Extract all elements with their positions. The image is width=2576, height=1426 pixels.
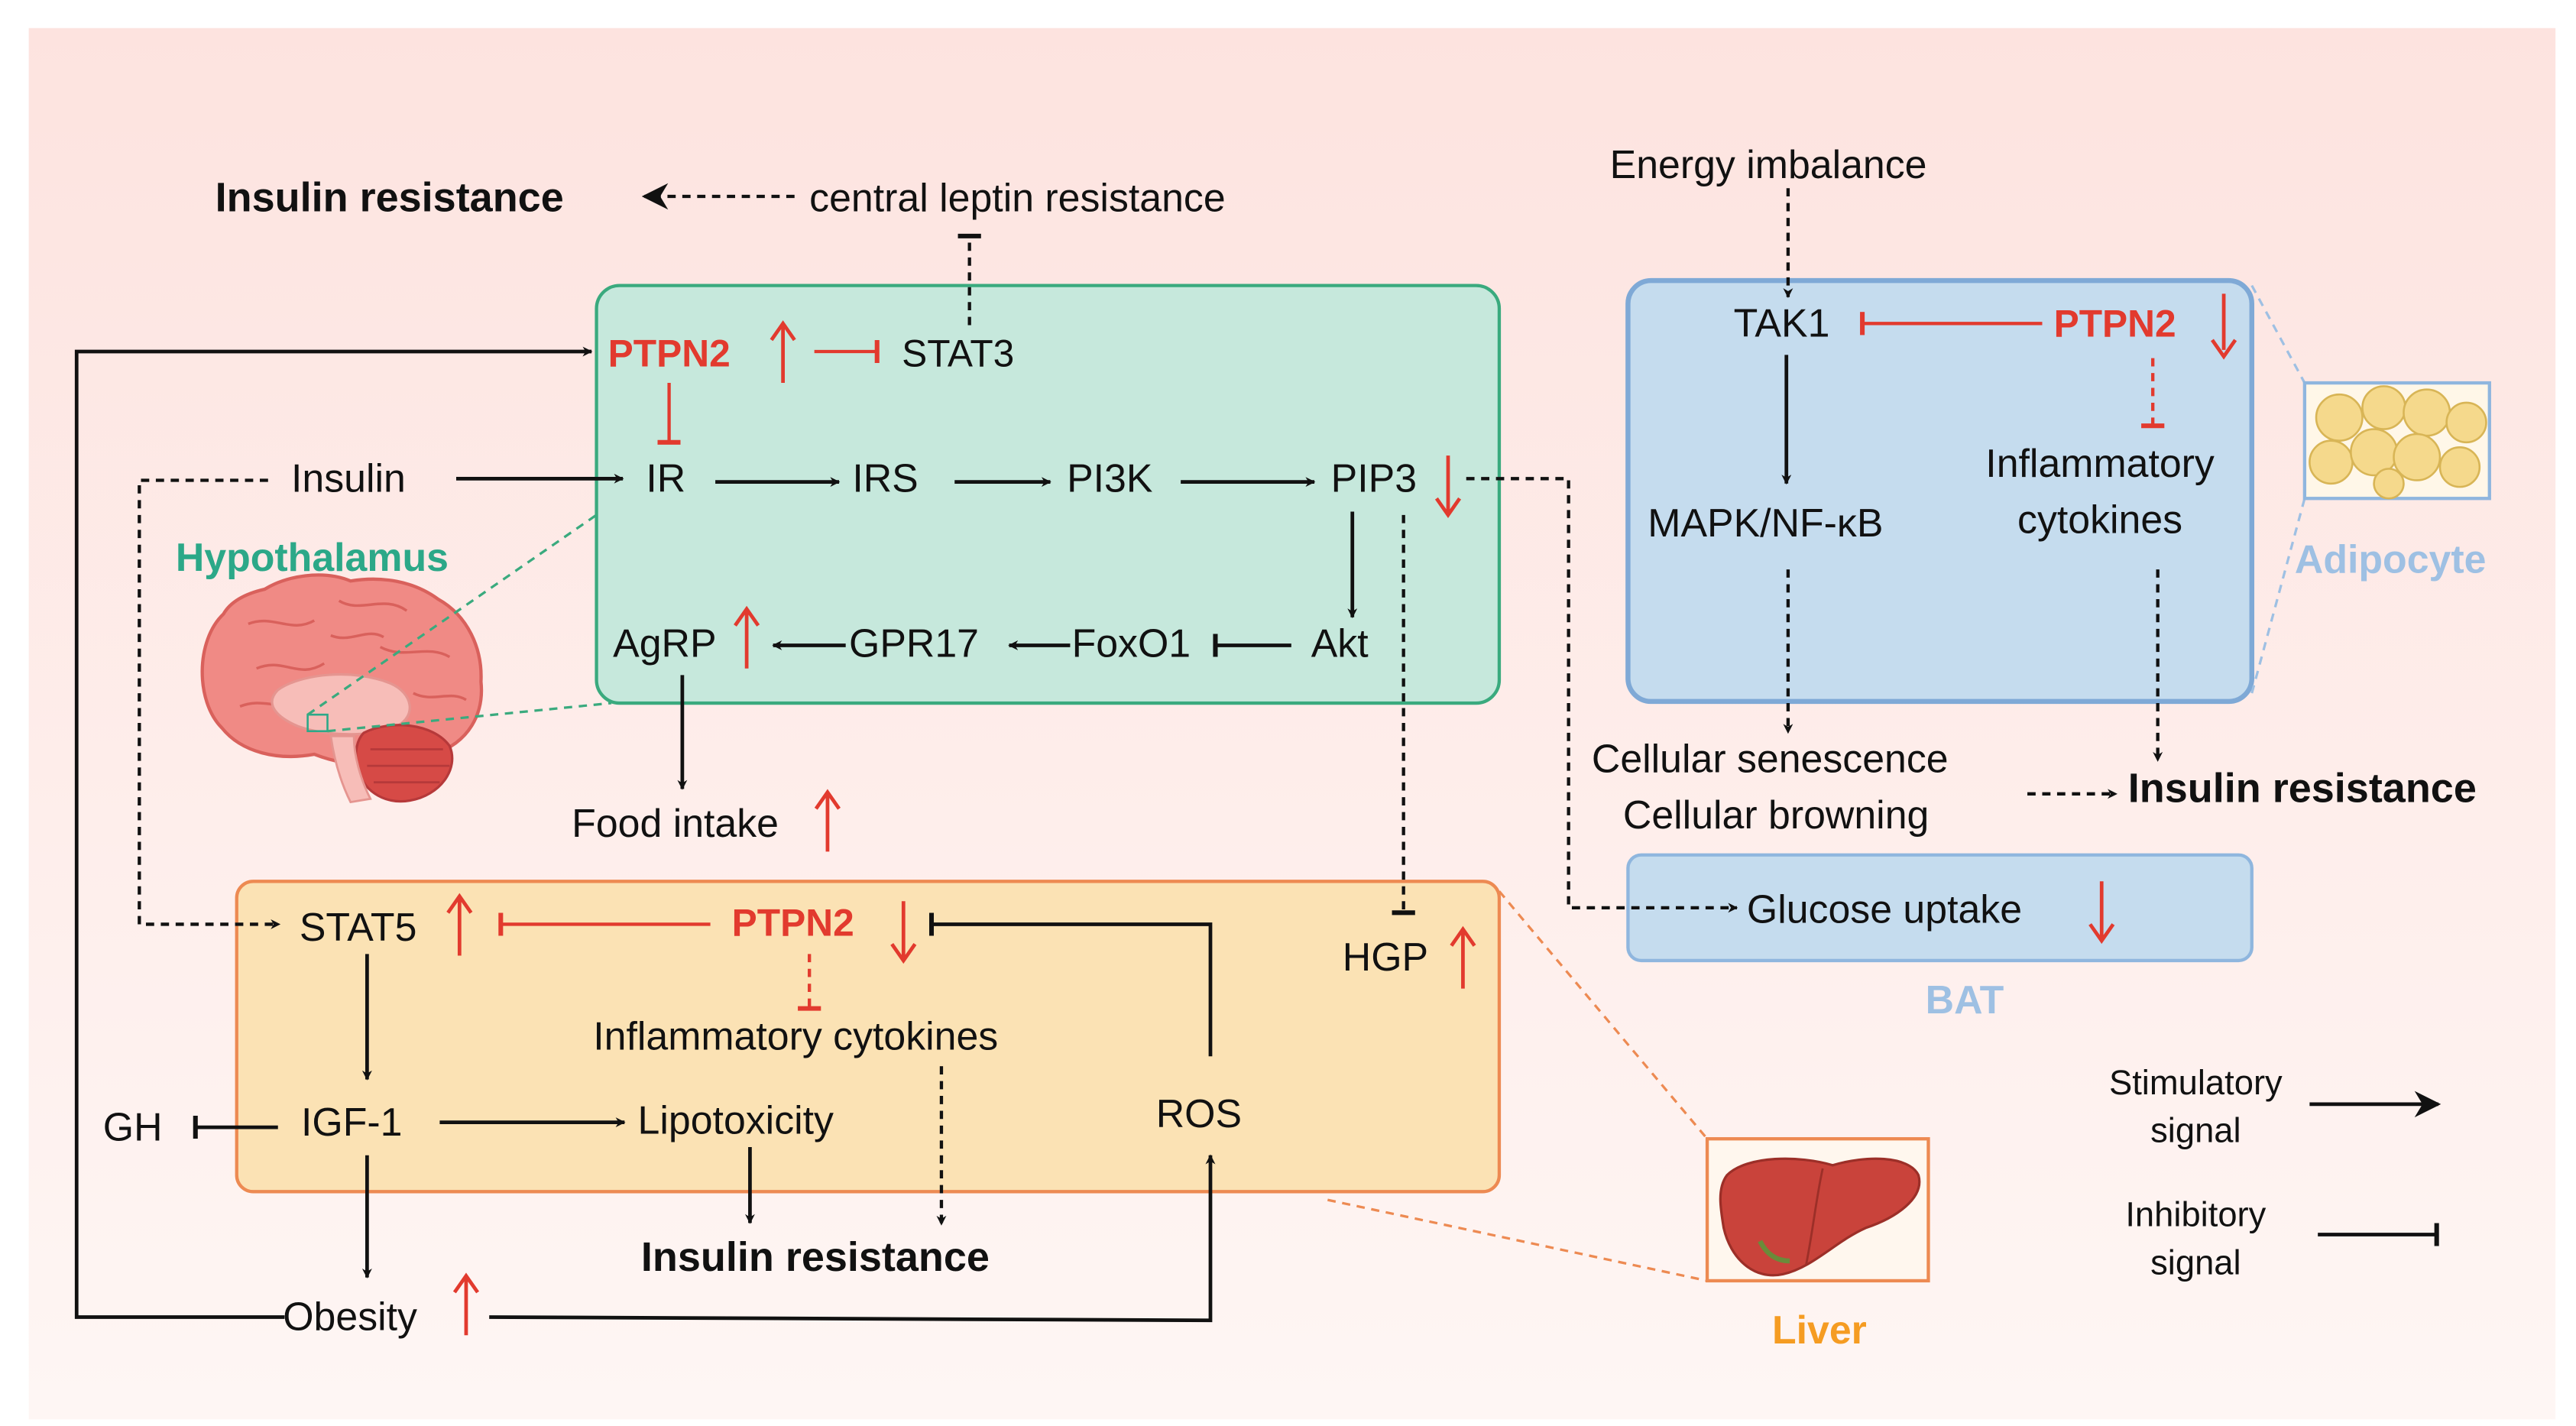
adipocyte-box: [1625, 277, 2255, 705]
liver-label: Liver: [1772, 1308, 1867, 1352]
legend-stimulatory-line1: Stimulatory: [2109, 1063, 2283, 1102]
bat-label: BAT: [1926, 977, 2004, 1022]
insulin-label: Insulin: [291, 456, 406, 501]
food-intake-label: Food intake: [572, 801, 779, 845]
lipotoxicity-label: Lipotoxicity: [638, 1098, 834, 1142]
adipo-ptpn2-down-icon: [2210, 293, 2237, 360]
obesity-label: Obesity: [283, 1295, 417, 1339]
stat5-up-icon: [446, 893, 473, 956]
agrp-label: AgRP: [613, 621, 716, 666]
liver-ptpn2-down-icon: [890, 901, 917, 964]
legend: Stimulatory signal Inhibitory signal: [2109, 1063, 2442, 1282]
hypothalamus-label: Hypothalamus: [176, 535, 449, 579]
hypo-ptpn2-label: PTPN2: [608, 332, 731, 374]
insulin-resistance-top-label: Insulin resistance: [215, 174, 564, 220]
gh-label: GH: [103, 1104, 163, 1149]
hypothalamus-pathway: PTPN2 STAT3 Insulin resistance central l…: [74, 174, 1738, 1319]
legend-inhibitory-line1: Inhibitory: [2125, 1195, 2266, 1234]
adipocyte-cells-icon: [2250, 284, 2491, 694]
tak1-label: TAK1: [1734, 301, 1830, 345]
akt-label: Akt: [1311, 621, 1369, 666]
ros-label: ROS: [1156, 1091, 1242, 1136]
ros-inhibits-ptpn2: [928, 912, 1213, 1057]
pip3-to-glucose-uptake-arrow: [1466, 477, 1738, 913]
adipocyte-label: Adipocyte: [2295, 536, 2487, 581]
obesity-to-ros-arrow: [489, 1154, 1216, 1323]
legend-stimulatory-line2: signal: [2150, 1111, 2241, 1150]
adipocyte-pathway: Energy imbalance TAK1 PTPN2 MAPK/NF-κB I…: [1592, 142, 2487, 837]
energy-imbalance-label: Energy imbalance: [1610, 142, 1927, 186]
ptpn2-up-icon: [770, 320, 796, 384]
liver-pathway: STAT5 PTPN2 HGP Inflammatory cytokines G…: [103, 893, 1867, 1352]
hgp-label: HGP: [1343, 935, 1428, 979]
obesity-to-ptpn2-arrow: [74, 346, 593, 1319]
adipo-insulin-resistance-label: Insulin resistance: [2128, 766, 2477, 812]
pip3-down-icon: [1434, 455, 1462, 518]
hypo-change-indicators: [734, 320, 1462, 852]
stat5-label: STAT5: [300, 905, 417, 949]
irs-label: IRS: [852, 456, 918, 501]
foxo1-label: FoxO1: [1072, 621, 1191, 666]
pip3-label: PIP3: [1331, 456, 1417, 501]
ir-label: IR: [646, 456, 685, 501]
legend-inhibitory-line2: signal: [2150, 1243, 2241, 1282]
hypothalamus-box: [595, 284, 1502, 705]
adipo-ptpn2-label: PTPN2: [2054, 303, 2176, 345]
liver-ptpn2-label: PTPN2: [732, 902, 854, 945]
liver-inflammatory-cytokines-label: Inflammatory cytokines: [593, 1014, 998, 1058]
bat-pathway: Glucose uptake BAT: [1747, 881, 2115, 1022]
obesity-up-icon: [452, 1272, 480, 1336]
liver-insulin-resistance-label: Insulin resistance: [641, 1234, 990, 1280]
cellular-browning-label: Cellular browning: [1623, 792, 1929, 837]
mapk-label: MAPK/NF-κB: [1648, 501, 1883, 545]
cellular-senescence-label: Cellular senescence: [1592, 737, 1949, 781]
igf1-label: IGF-1: [301, 1100, 402, 1144]
insulin-to-stat5-arrow: [138, 478, 281, 929]
liver-change-indicators: [446, 893, 1476, 1336]
adipo-inflammatory-line2: cytokines: [2017, 497, 2182, 542]
glucose-uptake-down-icon: [2088, 881, 2115, 945]
gpr17-label: GPR17: [849, 621, 979, 666]
pi3k-label: PI3K: [1067, 456, 1152, 501]
central-leptin-resistance-label: central leptin resistance: [809, 175, 1225, 219]
hgp-up-icon: [1450, 925, 1476, 989]
food-intake-up-icon: [814, 789, 841, 852]
hypothalamus-callout-lines: [306, 514, 612, 733]
liver-box: [235, 880, 1502, 1194]
agrp-up-icon: [734, 605, 760, 669]
adipo-inflammatory-line1: Inflammatory: [1985, 441, 2215, 485]
stat3-label: STAT3: [902, 332, 1014, 374]
brain-icon: [200, 573, 484, 804]
liver-organ-icon: [1327, 890, 1930, 1283]
glucose-uptake-label: Glucose uptake: [1747, 886, 2022, 931]
